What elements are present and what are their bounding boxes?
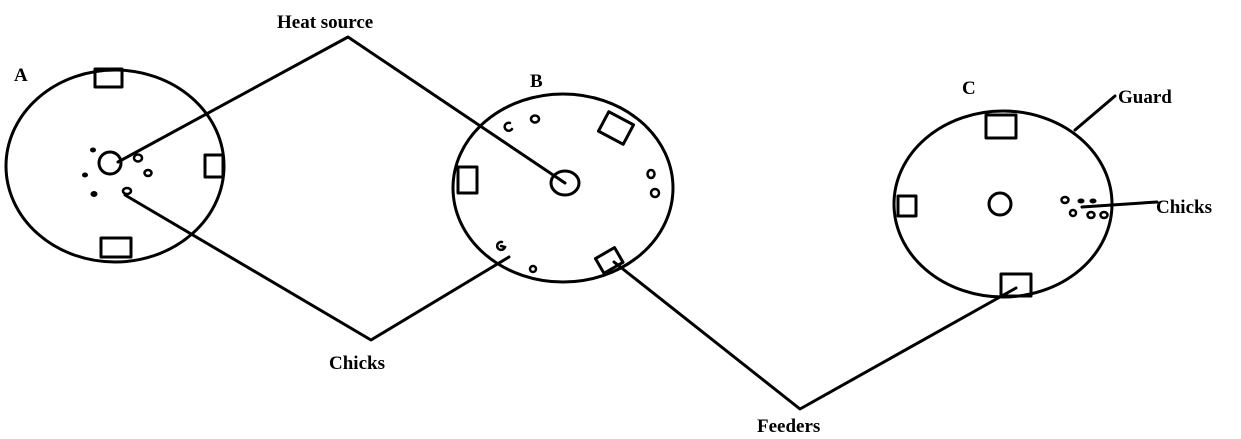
chicks-b — [495, 114, 661, 274]
heat-source-c — [987, 191, 1013, 217]
brooder-b — [451, 92, 675, 284]
feeder-b-top — [596, 110, 636, 146]
label-guard: Guard — [1118, 87, 1172, 108]
label-brooder-b: B — [530, 71, 543, 92]
brooder-a — [4, 67, 226, 264]
brooder-c — [892, 109, 1114, 299]
feeder-c-top — [984, 113, 1018, 140]
feeder-b-bottom — [593, 246, 625, 275]
label-brooder-c: C — [962, 78, 976, 99]
feeder-b-left — [456, 165, 479, 195]
leader-feeders — [612, 260, 1018, 411]
label-chicks-bottom: Chicks — [329, 353, 385, 374]
label-heat-source: Heat source — [277, 12, 373, 33]
feeder-c-left — [896, 194, 918, 218]
guard-circle-b — [451, 92, 675, 284]
leader-lines — [116, 35, 1159, 411]
label-feeders: Feeders — [757, 416, 820, 437]
feeder-c-bottom — [999, 272, 1033, 298]
leader-guard — [1073, 94, 1117, 132]
heat-source-a — [97, 150, 123, 176]
leader-heat-source — [116, 35, 567, 185]
leader-chicks-bottom — [123, 193, 511, 342]
label-brooder-a: A — [14, 65, 28, 86]
feeder-a-bottom — [99, 236, 133, 259]
feeder-a-top — [93, 67, 124, 89]
chicks-c — [1060, 195, 1109, 220]
chicks-a — [82, 147, 153, 197]
feeder-a-right — [203, 153, 225, 179]
label-chicks-right: Chicks — [1156, 197, 1212, 218]
leader-chicks-right — [1080, 200, 1159, 209]
heat-source-b — [549, 169, 581, 197]
